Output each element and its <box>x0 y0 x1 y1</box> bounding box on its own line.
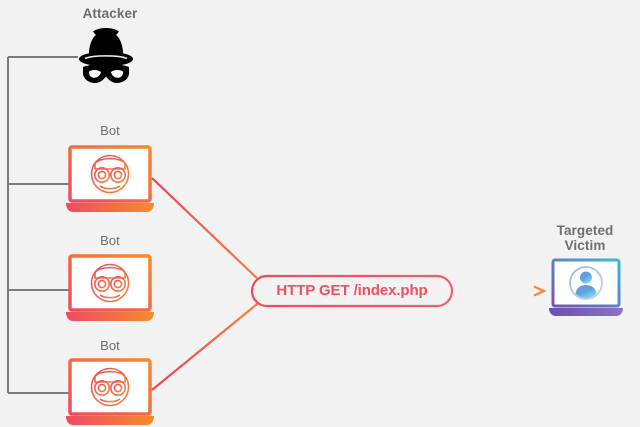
bot-node-3 <box>66 358 154 425</box>
attacker-label: Attacker <box>82 6 138 21</box>
attacker-bot-bracket <box>7 56 78 394</box>
targeted-victim-label: Targeted Victim <box>556 223 614 253</box>
bot-label-2: Bot <box>100 233 120 248</box>
bot-node-2 <box>66 254 154 321</box>
victim-node <box>549 258 623 316</box>
attacker-icon <box>79 28 133 83</box>
bot-node-1 <box>66 145 154 212</box>
bot-request-connectors <box>151 177 263 391</box>
bot-label-3: Bot <box>100 338 120 353</box>
http-request-text: HTTP GET /index.php <box>276 282 428 299</box>
request-to-victim-arrow <box>452 285 547 297</box>
bot-label-1: Bot <box>100 123 120 138</box>
